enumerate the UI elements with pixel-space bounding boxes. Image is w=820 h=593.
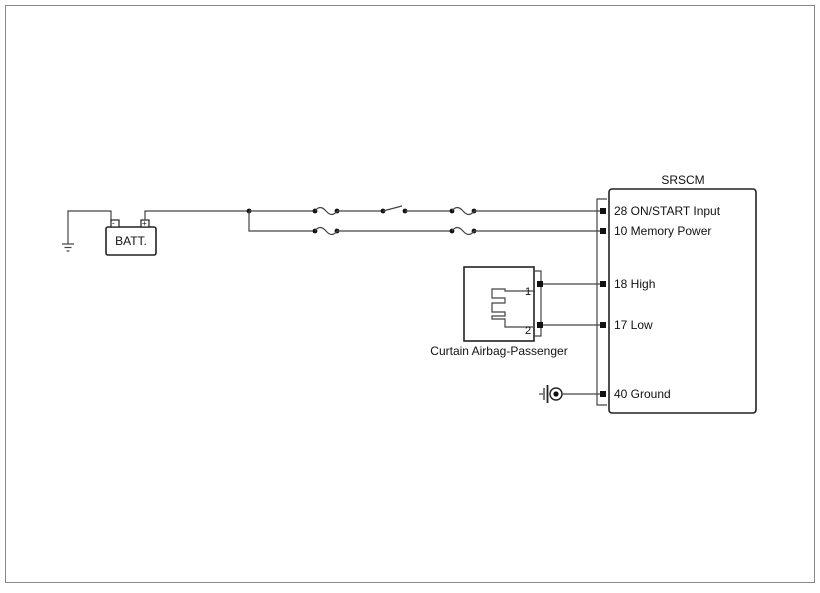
fuse-icon	[312, 226, 340, 236]
srscm-pin-label-memory-power: 10 Memory Power	[614, 224, 711, 238]
battery: - + BATT.	[105, 219, 157, 256]
switch-icon	[380, 205, 408, 214]
srscm-pin-10	[600, 228, 606, 234]
battery-body	[105, 226, 157, 256]
on-start-circuit	[249, 205, 600, 216]
squib-coil-icon	[491, 288, 535, 328]
airbag-pin-1	[537, 281, 543, 287]
srscm-box	[608, 188, 757, 414]
ground-icon	[62, 210, 112, 252]
srscm-pin-40	[600, 391, 606, 397]
srscm-pin-17	[600, 322, 606, 328]
airbag-pin-2	[537, 322, 543, 328]
airbag-box	[463, 266, 535, 342]
srscm-pin-label-on-start: 28 ON/START Input	[614, 204, 721, 218]
battery-negative-terminal	[110, 219, 120, 228]
fuse-icon	[449, 226, 477, 236]
body-ground-icon	[539, 385, 563, 403]
battery-pos-symbol: +	[142, 219, 147, 228]
airbag-connector-outline	[534, 270, 542, 337]
memory-power-circuit	[248, 211, 600, 236]
diagram-frame	[5, 5, 815, 583]
srscm-pin-28	[600, 208, 606, 214]
srscm-pin-label-high: 18 High	[614, 277, 655, 291]
srscm-pin-18	[600, 281, 606, 287]
fuse-icon	[449, 206, 477, 216]
airbag-pin-2-label: 2	[525, 325, 531, 337]
srscm-title: SRSCM	[661, 173, 704, 187]
srscm-pin-label-ground: 40 Ground	[614, 387, 671, 401]
battery-positive-wire	[144, 210, 249, 220]
battery-label: BATT.	[115, 234, 147, 248]
srscm-connector-outline	[596, 198, 607, 406]
srscm-pin-label-low: 17 Low	[614, 318, 653, 332]
airbag-label: Curtain Airbag-Passenger	[430, 344, 567, 358]
curtain-airbag-passenger: 1 2 Curtain Airbag-Passenger	[430, 266, 568, 358]
airbag-pin-1-label: 1	[525, 286, 531, 298]
fuse-icon	[312, 206, 340, 216]
battery-neg-symbol: -	[112, 219, 115, 228]
